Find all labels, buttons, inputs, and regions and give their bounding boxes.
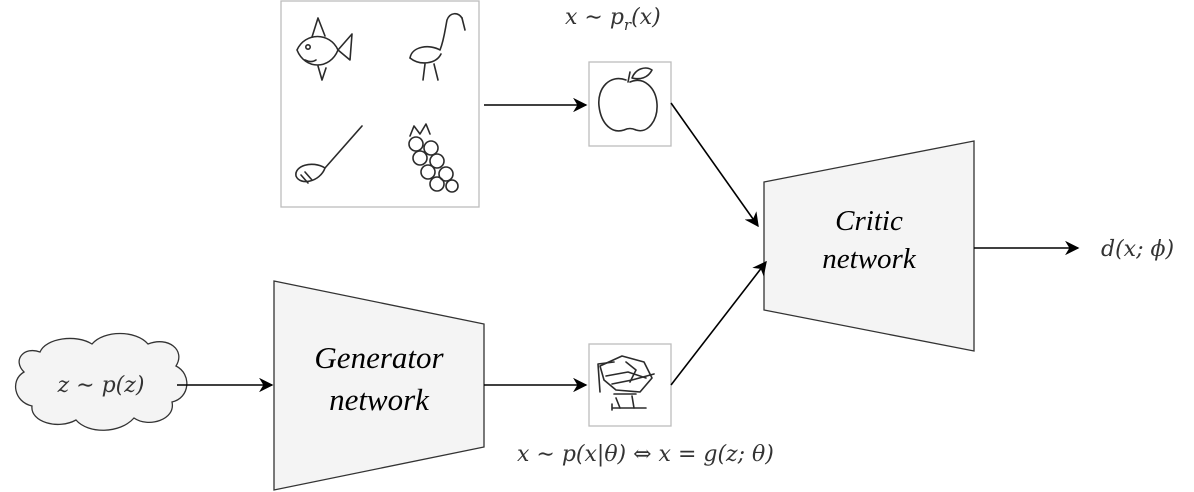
- critic-label-line2: network: [822, 243, 917, 275]
- generated-scribble-icon: [597, 355, 655, 411]
- apple-doodle-icon: [598, 67, 658, 132]
- real-sample-box: [588, 61, 672, 147]
- dataset-panel: [280, 0, 480, 208]
- fake-sample-box: [588, 343, 672, 427]
- output-label: d(x; ϕ): [1101, 237, 1174, 262]
- grapes-doodle-icon: [408, 123, 459, 193]
- noise-cloud: z ∼ p(z): [14, 332, 188, 431]
- arrow-fake-sample-to-critic: [670, 260, 767, 386]
- critic-network: Critic network: [763, 140, 975, 352]
- critic-label-line1: Critic: [835, 205, 903, 237]
- fake-sample-label: x ∼ p(x|θ) ⇔ x = g(z; θ): [517, 442, 774, 467]
- fish-doodle-icon: [296, 17, 353, 81]
- noise-label: z ∼ p(z): [57, 373, 145, 398]
- real-sample-label: x ∼ pr(x): [565, 5, 661, 34]
- golf-club-doodle-icon: [295, 125, 363, 184]
- generator-network: Generator network: [273, 280, 485, 491]
- generator-label-line2: network: [329, 382, 430, 417]
- flamingo-doodle-icon: [409, 12, 466, 81]
- generator-label-line1: Generator: [314, 340, 444, 375]
- arrow-real-sample-to-critic: [670, 102, 759, 228]
